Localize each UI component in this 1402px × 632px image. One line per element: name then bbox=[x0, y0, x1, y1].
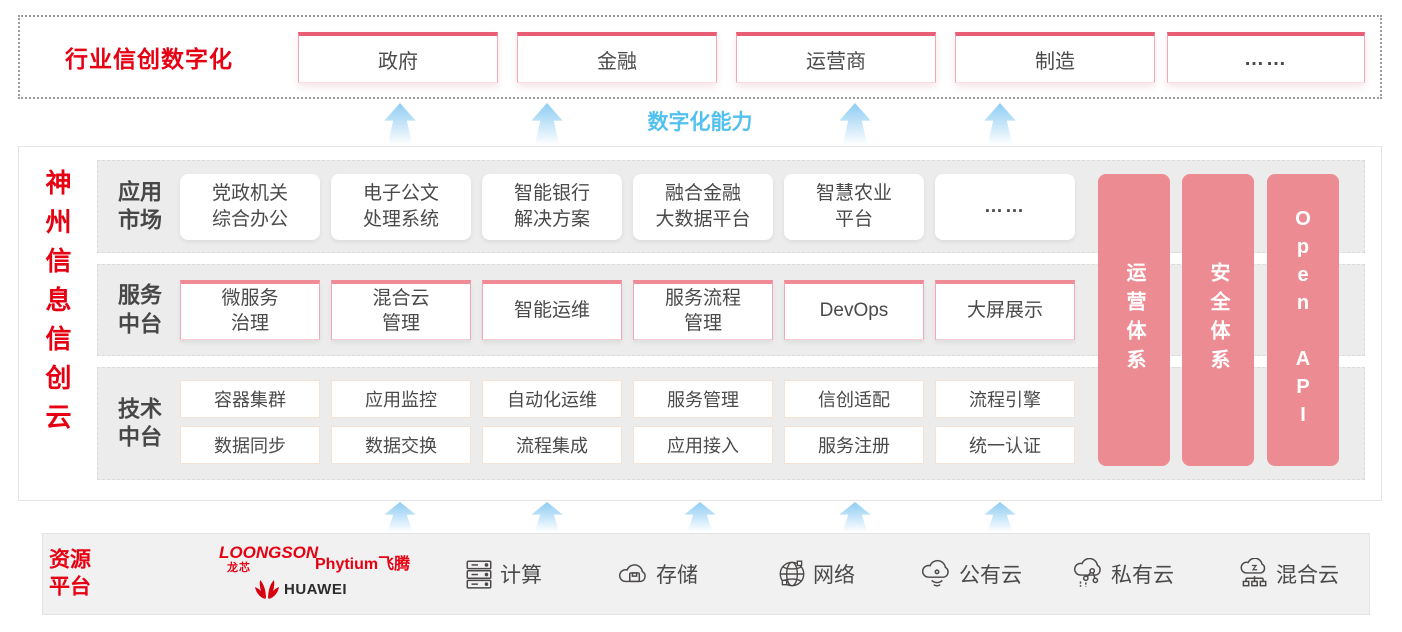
service-platform-boxes: 微服务 治理 混合云 管理 智能运维 服务流程 管理 DevOps 大屏展示 bbox=[180, 265, 1075, 355]
row-label-service-platform: 服务 中台 bbox=[117, 282, 162, 336]
tech-box: 统一认证 bbox=[935, 426, 1075, 464]
pillar-label: Open API bbox=[1292, 208, 1314, 432]
app-box: 电子公文 处理系统 bbox=[331, 173, 471, 240]
technology-boxes-bottom: 数据同步 数据交换 流程集成 应用接入 服务注册 统一认证 bbox=[180, 426, 1075, 464]
phytium-logo: Phytium飞腾 bbox=[315, 556, 411, 573]
up-arrow-icon bbox=[984, 502, 1016, 532]
service-box: 服务流程 管理 bbox=[633, 280, 773, 340]
up-arrow-icon bbox=[531, 502, 563, 532]
service-box: 混合云 管理 bbox=[331, 280, 471, 340]
tech-box: 自动化运维 bbox=[482, 380, 622, 418]
row-label-technology-platform: 技术 中台 bbox=[117, 395, 162, 450]
up-arrow-icon bbox=[839, 103, 871, 145]
up-arrow-icon bbox=[839, 502, 871, 532]
industry-banner-title: 行业信创数字化 bbox=[65, 46, 233, 72]
loongson-chinese: 龙芯 bbox=[227, 562, 251, 574]
resource-item-network: 网络 bbox=[776, 558, 855, 590]
resource-item-label: 私有云 bbox=[1111, 564, 1174, 587]
service-box: 智能运维 bbox=[482, 280, 622, 340]
public-cloud-icon bbox=[922, 559, 949, 587]
industry-box-more: …… bbox=[1167, 32, 1365, 83]
up-arrow-icon bbox=[531, 103, 563, 145]
row-technology-platform: 技术 中台 容器集群 应用监控 自动化运维 服务管理 信创适配 流程引擎 数据同… bbox=[97, 367, 1365, 480]
up-arrow-icon bbox=[984, 103, 1016, 145]
platform-title: 神州信息信创云 bbox=[42, 169, 72, 442]
tech-box: 应用接入 bbox=[633, 426, 773, 464]
resource-item-label: 公有云 bbox=[959, 564, 1022, 587]
up-arrow-icon bbox=[384, 103, 416, 145]
network-globe-icon bbox=[779, 560, 805, 587]
pillar-security-system: 安全体系 bbox=[1182, 174, 1254, 466]
up-arrow-icon bbox=[684, 502, 716, 532]
loongson-logo: LOONGSON 龙芯 bbox=[219, 544, 318, 574]
industry-banner: 行业信创数字化 政府 金融 运营商 制造 …… bbox=[18, 15, 1382, 99]
resource-item-hybrid-cloud: 混合云 bbox=[1237, 558, 1339, 590]
application-market-boxes: 党政机关 综合办公 电子公文 处理系统 智能银行 解决方案 融合金融 大数据平台… bbox=[180, 161, 1075, 252]
tech-box: 数据交换 bbox=[331, 426, 471, 464]
industry-box-finance: 金融 bbox=[517, 32, 717, 83]
resource-item-private-cloud: 私有云 bbox=[1072, 558, 1174, 590]
row-service-platform: 服务 中台 微服务 治理 混合云 管理 智能运维 服务流程 管理 DevOps … bbox=[97, 264, 1365, 356]
storage-cloud-icon bbox=[619, 564, 646, 583]
industry-box-manufacturing: 制造 bbox=[955, 32, 1155, 83]
resource-item-public-cloud: 公有云 bbox=[920, 558, 1022, 590]
service-box: DevOps bbox=[784, 280, 924, 340]
hybrid-cloud-icon bbox=[1240, 558, 1267, 587]
technology-boxes-top: 容器集群 应用监控 自动化运维 服务管理 信创适配 流程引擎 bbox=[180, 380, 1075, 418]
up-arrow-icon bbox=[384, 502, 416, 532]
resource-item-label: 存储 bbox=[656, 564, 698, 587]
resource-item-label: 网络 bbox=[813, 564, 855, 587]
tech-box: 应用监控 bbox=[331, 380, 471, 418]
resource-item-label: 计算 bbox=[500, 564, 542, 587]
tech-box: 容器集群 bbox=[180, 380, 320, 418]
pillar-label: 安全体系 bbox=[1207, 262, 1229, 378]
huawei-wordmark: HUAWEI bbox=[284, 580, 347, 598]
resource-item-storage: 存储 bbox=[617, 558, 698, 590]
app-box: 智能银行 解决方案 bbox=[482, 173, 622, 240]
resource-item-label: 混合云 bbox=[1276, 564, 1339, 587]
huawei-logo: HUAWEI bbox=[255, 578, 347, 600]
server-icon bbox=[466, 560, 492, 589]
tech-box: 信创适配 bbox=[784, 380, 924, 418]
app-box: 融合金融 大数据平台 bbox=[633, 173, 773, 240]
pillar-open-api: Open API bbox=[1267, 174, 1339, 466]
tech-box: 服务注册 bbox=[784, 426, 924, 464]
service-box: 大屏展示 bbox=[935, 280, 1075, 340]
tech-box: 流程集成 bbox=[482, 426, 622, 464]
row-label-application-market: 应用 市场 bbox=[117, 178, 162, 233]
loongson-wordmark: LOONGSON bbox=[219, 543, 319, 562]
tech-box: 数据同步 bbox=[180, 426, 320, 464]
app-box: 党政机关 综合办公 bbox=[180, 173, 320, 240]
huawei-flower-icon bbox=[255, 580, 279, 599]
pillar-operation-system: 运营体系 bbox=[1098, 174, 1170, 466]
private-cloud-icon bbox=[1074, 558, 1101, 587]
platform-box: 神州信息信创云 应用 市场 党政机关 综合办公 电子公文 处理系统 智能银行 解… bbox=[18, 146, 1382, 501]
capability-label: 数字化能力 bbox=[647, 111, 753, 134]
service-box: 微服务 治理 bbox=[180, 280, 320, 340]
row-application-market: 应用 市场 党政机关 综合办公 电子公文 处理系统 智能银行 解决方案 融合金融… bbox=[97, 160, 1365, 253]
tech-box: 流程引擎 bbox=[935, 380, 1075, 418]
resource-platform-label: 资源 平台 bbox=[49, 548, 91, 599]
industry-box-operator: 运营商 bbox=[736, 32, 936, 83]
resource-item-compute: 计算 bbox=[463, 558, 542, 590]
industry-box-government: 政府 bbox=[298, 32, 498, 83]
tech-box: 服务管理 bbox=[633, 380, 773, 418]
resource-platform: 资源 平台 LOONGSON 龙芯 Phytium飞腾 HUAWEI bbox=[42, 533, 1370, 615]
pillar-label: 运营体系 bbox=[1123, 262, 1145, 378]
app-box: 智慧农业 平台 bbox=[784, 173, 924, 240]
app-box-more: …… bbox=[935, 173, 1075, 240]
